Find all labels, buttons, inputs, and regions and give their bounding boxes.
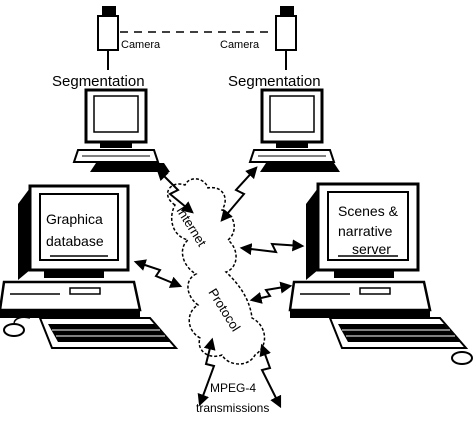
- camera-left: [97, 6, 119, 70]
- segmentation-computer-right: [248, 88, 340, 172]
- segmentation-right-label: Segmentation: [228, 73, 321, 90]
- link-cloud-to-right-transmission: [259, 343, 282, 409]
- link-server-to-cloud: [239, 239, 305, 256]
- link-cloud-to-server-lower: [249, 281, 293, 304]
- link-seg-left-to-cloud: [156, 168, 194, 214]
- narrative-server-computer: [288, 182, 473, 365]
- internet-cloud: [166, 178, 266, 365]
- link-seg-right-to-cloud: [220, 166, 258, 222]
- camera-right-label: Camera: [220, 39, 260, 51]
- graphics-db-label-line1: Graphica: [46, 211, 103, 227]
- segmentation-computer-left: [72, 88, 170, 172]
- server-label-line1: Scenes &: [338, 203, 399, 219]
- graphics-db-label-line2: database: [46, 233, 104, 249]
- link-cloud-to-left-transmission: [197, 337, 216, 407]
- camera-left-label: Camera: [121, 39, 161, 51]
- transmission-label-line1: MPEG-4: [210, 381, 256, 395]
- server-label-line2: narrative: [338, 223, 393, 239]
- camera-right: [275, 6, 297, 70]
- server-label-line3: server: [352, 241, 391, 257]
- transmission-label-line2: transmissions: [196, 401, 269, 415]
- graphics-database-computer: [0, 184, 179, 349]
- segmentation-left-label: Segmentation: [52, 73, 145, 90]
- link-db-to-cloud: [133, 259, 183, 288]
